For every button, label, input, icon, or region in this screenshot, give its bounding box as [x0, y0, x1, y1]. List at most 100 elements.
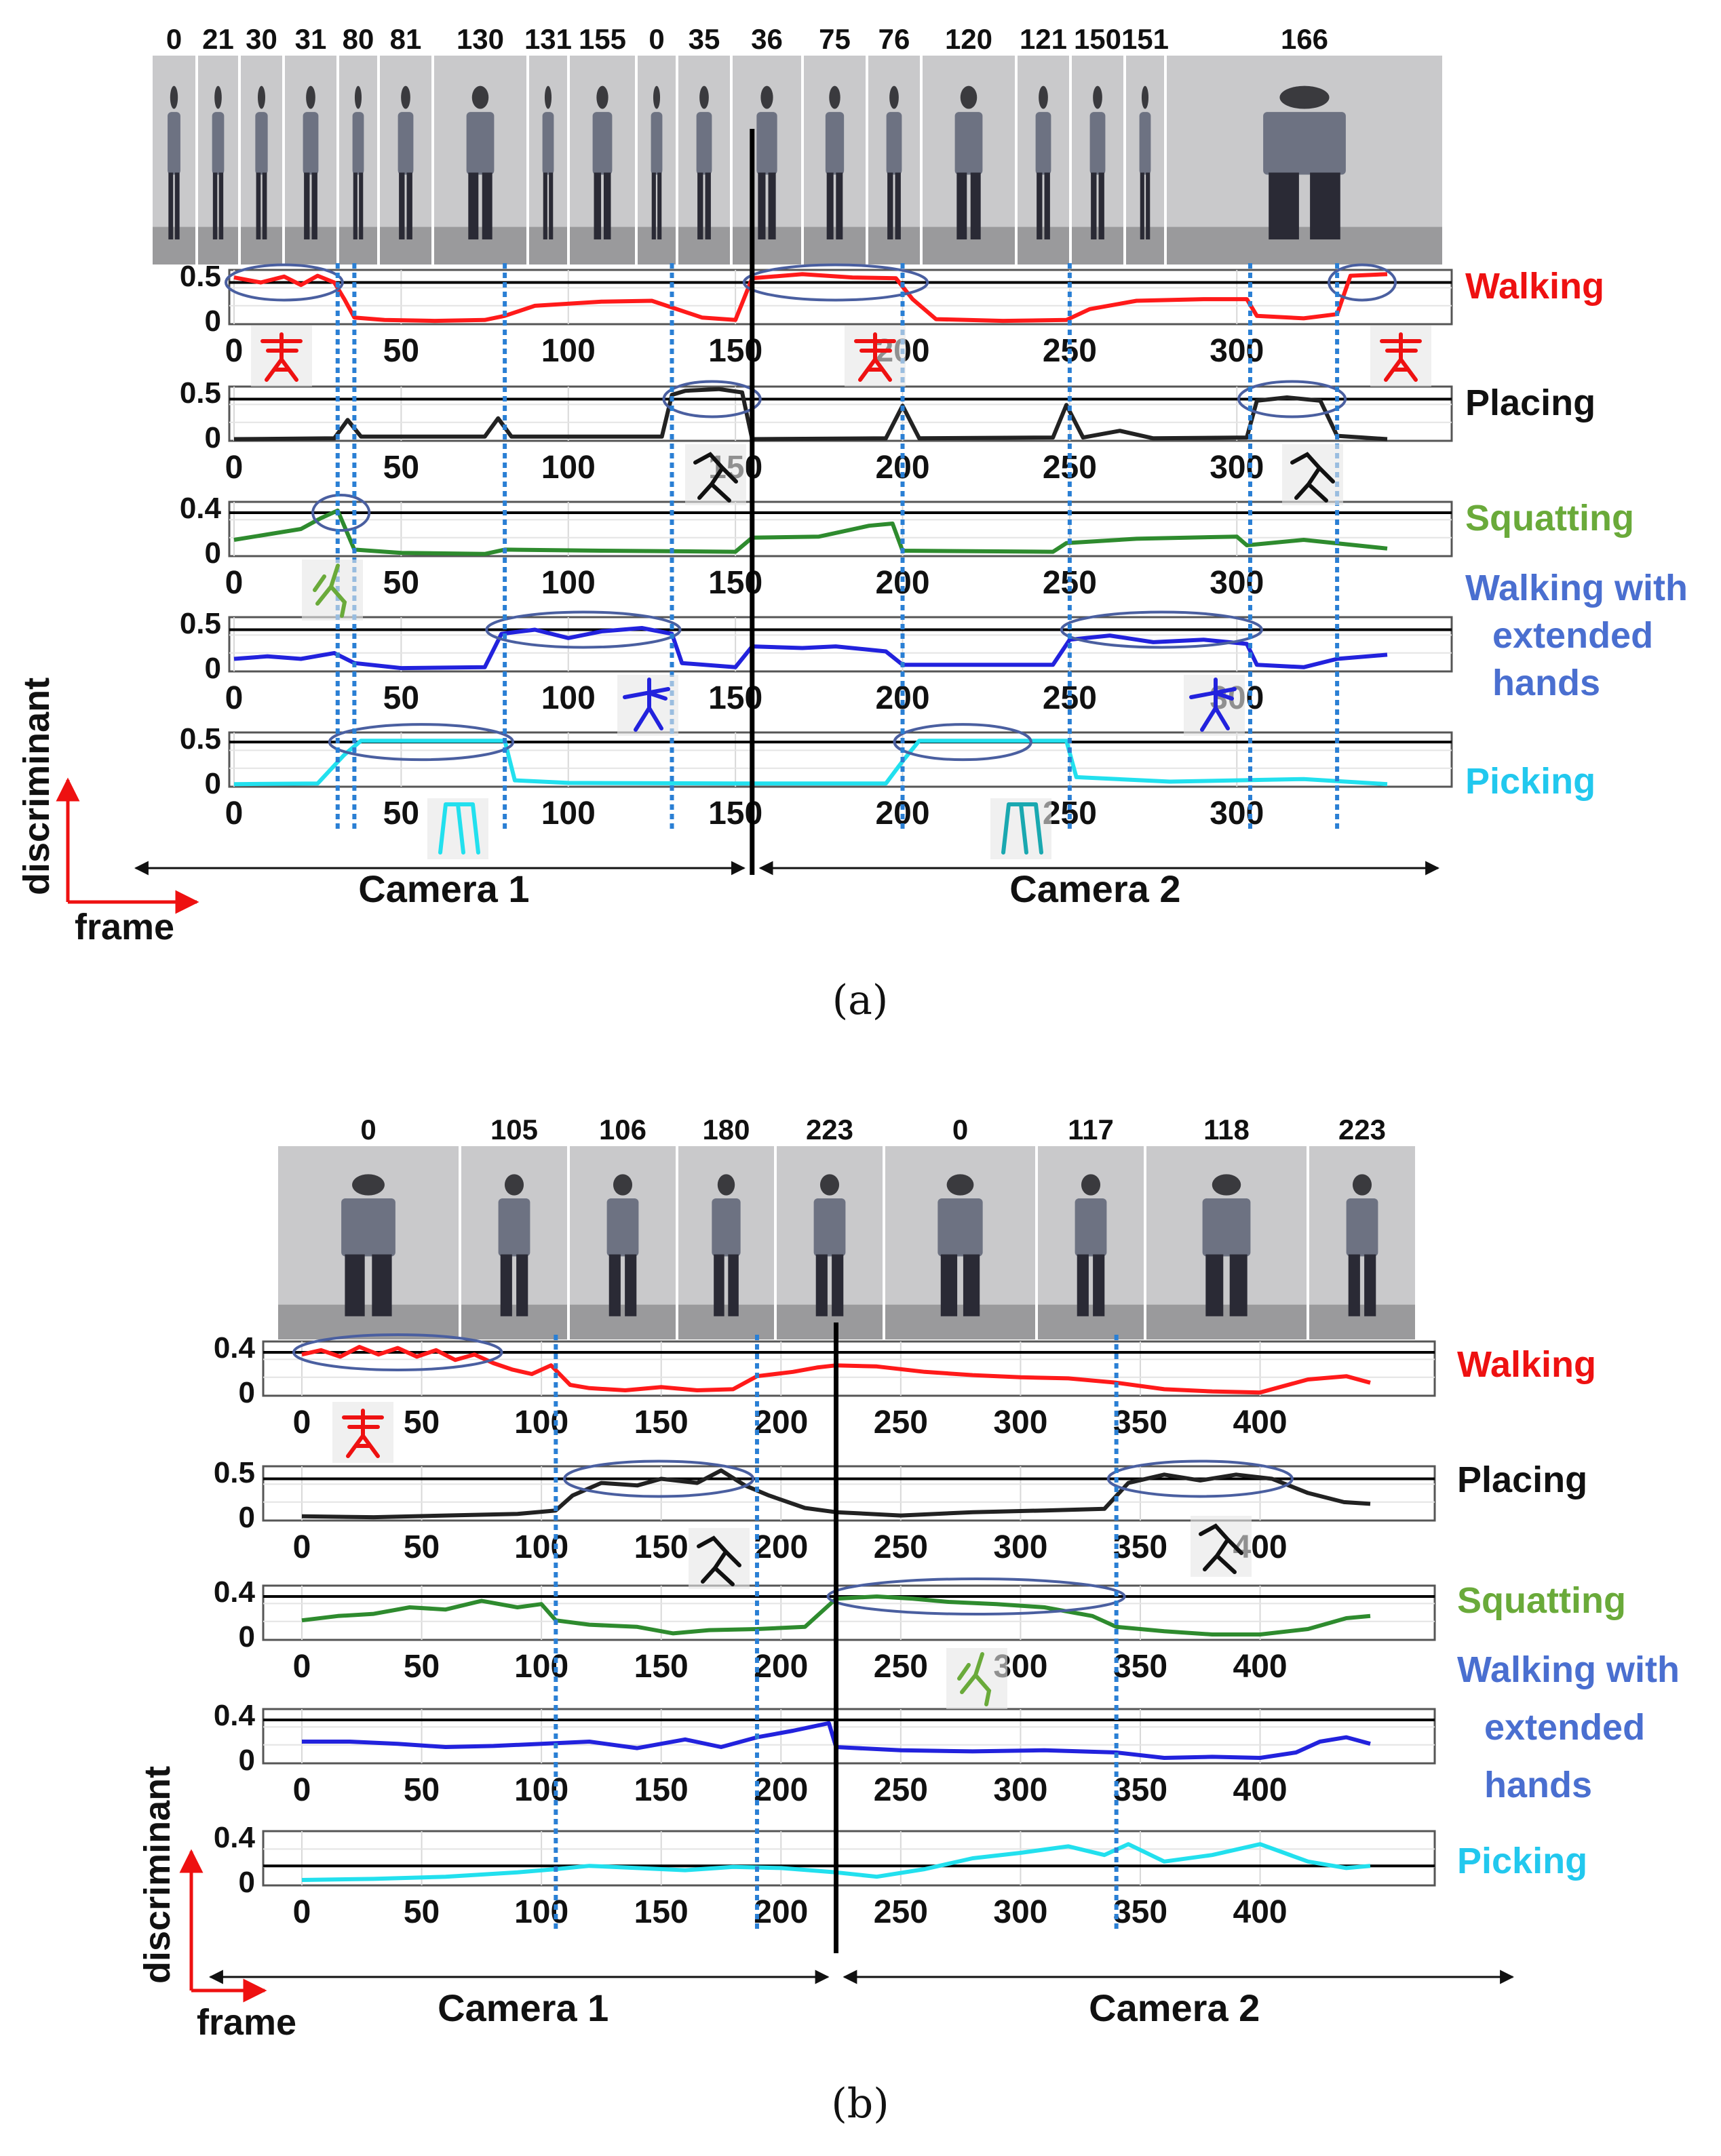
panel-letter: (a)	[832, 977, 889, 1024]
snapshot-person-leg	[836, 172, 843, 240]
x-tick-label: 100	[514, 1649, 568, 1685]
y-tick-label: 0	[239, 1620, 255, 1653]
series-line	[233, 626, 1388, 671]
series-label: hands	[1484, 1765, 1592, 1805]
snapshot-person-torso	[1139, 112, 1151, 175]
frame-number-label: 105	[490, 1114, 538, 1145]
snapshot-person-leg	[1205, 1254, 1224, 1316]
snapshot-person-leg	[1037, 172, 1043, 240]
snapshot-person-torso	[168, 112, 180, 175]
series-label: extended	[1492, 615, 1653, 656]
y-axis-word: discriminant	[16, 678, 57, 895]
y-tick-label: 0.4	[214, 1575, 256, 1609]
frame-number-label: 36	[751, 23, 783, 55]
snapshot-person-leg	[500, 1254, 512, 1316]
x-tick-label: 50	[404, 1529, 440, 1565]
x-tick-label: 400	[1233, 1649, 1288, 1685]
y-tick-label: 0.5	[180, 607, 221, 640]
y-tick-label: 0	[205, 305, 221, 338]
y-tick-label: 0.4	[214, 1699, 256, 1732]
placing-stick-icon-shape	[697, 1535, 741, 1586]
frame-snapshot	[1167, 56, 1442, 264]
snapshot-person-leg	[1364, 1254, 1376, 1316]
snapshot-person-leg	[543, 172, 547, 240]
snapshot-floor	[339, 227, 377, 264]
x-tick-label: 300	[993, 1772, 1047, 1808]
snapshot-person-leg	[963, 1254, 980, 1316]
x-tick-label: 300	[1210, 333, 1264, 369]
series-line	[302, 1721, 1371, 1760]
snapshot-person-torso	[498, 1198, 530, 1257]
snapshot-person-head	[352, 1174, 385, 1196]
frame-snapshot	[1038, 1146, 1144, 1339]
placing-stick-icon-shape	[693, 452, 738, 503]
snapshot-person-torso	[937, 1198, 983, 1257]
snapshot-floor	[1309, 1304, 1415, 1339]
series-line	[233, 387, 1388, 442]
snapshot-floor	[278, 1304, 459, 1339]
snapshot-floor	[1018, 227, 1069, 264]
snapshot-floor	[198, 227, 238, 264]
frame-snapshot	[529, 56, 567, 264]
x-tick-label: 50	[383, 796, 419, 831]
snapshot-person-leg	[549, 172, 554, 240]
frame-number-label: 0	[649, 23, 664, 55]
panel-letter: (b)	[831, 2080, 889, 2128]
highlight-ellipse	[893, 723, 1032, 762]
camera-1-label: Camera 1	[358, 867, 529, 910]
squatting-stick-icon-shape	[957, 1652, 992, 1706]
plot-walking-with-extended-hands: 0.50050100150200250300Walking withextend…	[180, 568, 1688, 716]
snapshot-person-leg	[1098, 172, 1104, 240]
extended-hands-stick-icon	[1184, 675, 1245, 736]
highlight-ellipse	[225, 263, 344, 302]
frame-snapshot	[923, 56, 1015, 264]
highlight-ellipse	[328, 723, 515, 762]
plot-placing: 0.50050100150200250300Placing	[180, 376, 1596, 486]
y-axis-word: discriminant	[137, 1766, 178, 1984]
x-tick-label: 200	[754, 1894, 808, 1930]
frame-number-label: 80	[343, 23, 374, 55]
x-tick-label: 200	[754, 1405, 808, 1440]
y-tick-label: 0.5	[180, 376, 221, 410]
x-tick-label: 250	[874, 1649, 928, 1685]
series-label: extended	[1484, 1707, 1645, 1748]
y-tick-label: 0.5	[180, 722, 221, 756]
snapshot-person-leg	[895, 172, 901, 240]
x-tick-label: 300	[1210, 565, 1264, 601]
snapshot-person-torso	[954, 112, 983, 175]
snapshot-floor	[1072, 227, 1123, 264]
x-tick-label: 0	[225, 333, 244, 369]
frame-number-label: 180	[702, 1114, 750, 1145]
snapshot-floor	[380, 227, 431, 264]
snapshot-person-leg	[1146, 172, 1150, 240]
highlight-ellipse	[485, 610, 682, 649]
snapshot-person-head	[653, 85, 661, 109]
snapshot-floor	[1167, 227, 1442, 264]
snapshot-person-leg	[758, 172, 766, 240]
frame-snapshot	[278, 1146, 459, 1339]
x-tick-label: 400	[1233, 1405, 1288, 1440]
series-label: Picking	[1457, 1841, 1587, 1881]
y-tick-label: 0	[205, 536, 221, 570]
frame-snapshot	[777, 1146, 883, 1339]
snapshot-person-head	[401, 85, 410, 109]
snapshot-person-torso	[1075, 1198, 1107, 1257]
snapshot-person-torso	[886, 112, 902, 175]
highlight-ellipse	[1060, 610, 1263, 649]
frame-snapshot	[339, 56, 377, 264]
snapshot-person-head	[960, 85, 978, 109]
x-axis-word: frame	[197, 2002, 296, 2043]
snapshot-person-head	[354, 85, 362, 109]
snapshot-person-leg	[399, 172, 405, 240]
snapshot-person-leg	[705, 172, 711, 240]
x-tick-label: 50	[404, 1894, 440, 1930]
x-tick-label: 50	[383, 333, 419, 369]
x-tick-label: 0	[225, 680, 244, 716]
extended-hands-stick-icon-shape	[1189, 678, 1237, 732]
frame-snapshot	[1072, 56, 1123, 264]
snapshot-person-leg	[697, 172, 703, 240]
x-tick-label: 50	[404, 1405, 440, 1440]
